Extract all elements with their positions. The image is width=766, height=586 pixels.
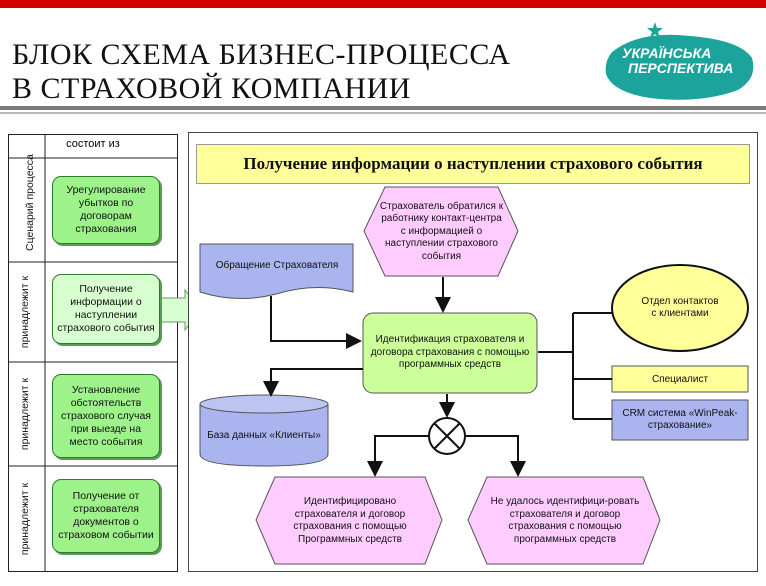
diagram-banner: Получение информации о наступлении страх… (196, 144, 750, 184)
header-divider-thin (0, 112, 766, 114)
event-top-text: Страхователь обратился к работнику конта… (379, 200, 504, 262)
logo-line-2: ПЕРСПЕКТИВА (628, 60, 734, 76)
top-accent-bar (0, 0, 766, 8)
logo-line-1: УКРАЇНСЬКА (622, 45, 712, 61)
scenario-item-get-info[interactable]: Получение информации о наступлении страх… (52, 274, 160, 344)
org-unit-text: Отдел контактов с клиентами (641, 295, 719, 320)
page-title: БЛОК СХЕМА БИЗНЕС-ПРОЦЕССА В СТРАХОВОЙ К… (12, 38, 532, 106)
function-text: Идентификация страхователя и договора ст… (370, 334, 530, 371)
column-header: состоит из (66, 138, 120, 150)
side-label-scenario: Сценарий процесса (24, 154, 36, 251)
header-divider (0, 106, 766, 110)
database-text: База данных «Клиенты» (207, 429, 321, 441)
title-line-2: В СТРАХОВОЙ КОМПАНИИ (12, 72, 411, 105)
side-label-belongs-2: принадлежит к (19, 377, 31, 451)
side-label-belongs-1: принадлежит к (19, 275, 31, 349)
star-icon (647, 22, 663, 38)
side-label-belongs-3: принадлежит к (19, 482, 31, 556)
event-left-text: Идентифицировано страхователя и договор … (293, 496, 407, 545)
title-line-1: БЛОК СХЕМА БИЗНЕС-ПРОЦЕССА (12, 38, 511, 71)
scenario-item-establish[interactable]: Установление обстоятельств страхового сл… (52, 374, 160, 458)
document-text: Обращение Страхователя (215, 259, 339, 271)
system-text: CRM система «WinPeak-страхование» (622, 407, 738, 432)
scenario-item-claims[interactable]: Урегулирование убытков по договорам стра… (52, 176, 160, 244)
event-right-text: Не удалось идентифици-ровать страховател… (490, 496, 640, 545)
scenario-item-documents[interactable]: Получение от страхователя документов о с… (52, 479, 160, 553)
role-text: Специалист (651, 373, 709, 385)
